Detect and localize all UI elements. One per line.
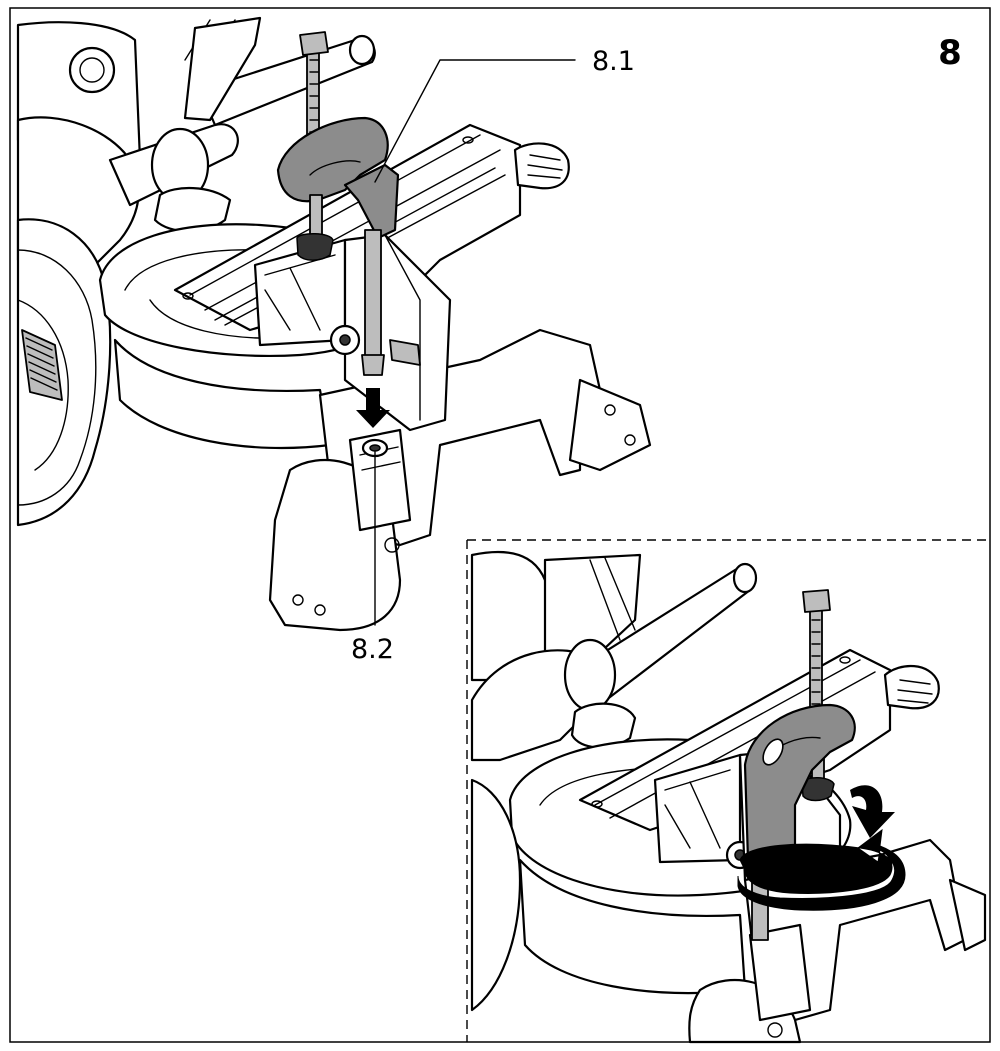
inset-illustration [470,550,987,1044]
main-illustration: 8.1 8.2 [16,16,652,665]
figure-number: 8 [938,33,962,73]
saw-head [16,16,376,527]
rotate-arrow-icon [737,785,906,911]
callout-label-8-2: 8.2 [351,634,394,665]
figure-frame [9,7,991,1043]
callout-label-8-1: 8.1 [592,46,635,77]
inset-panel [466,539,990,1044]
press-down-arrow-icon [356,388,390,428]
clamp-8-1 [276,31,400,376]
callout-leader-8-1 [374,59,576,183]
